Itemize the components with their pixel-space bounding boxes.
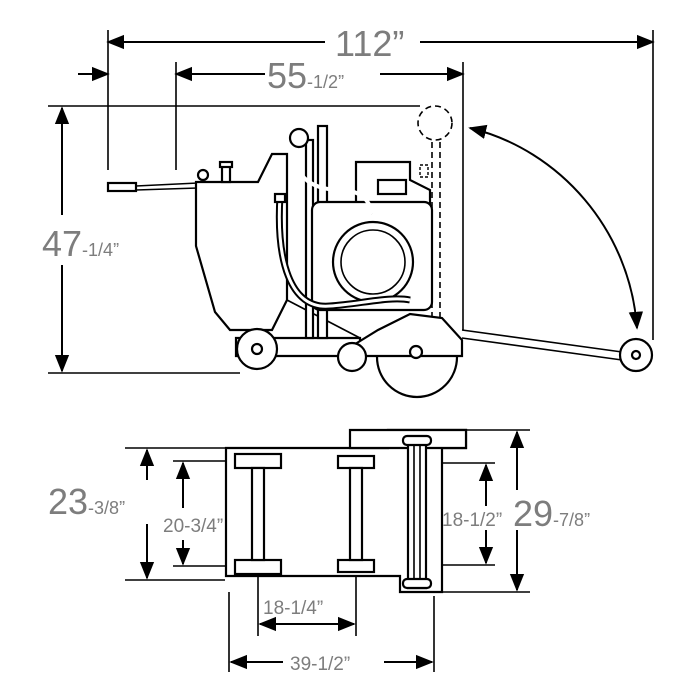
- overall-length-label: 112”: [335, 23, 404, 64]
- blade-flange: [401, 434, 433, 447]
- air-filter: [376, 178, 408, 196]
- engine-flywheel: [331, 220, 415, 304]
- raised-position-clip: [419, 164, 429, 178]
- handle-grip: [106, 181, 138, 193]
- overall-width-label: 29-7/8”: [513, 493, 590, 534]
- rear-axle: [250, 466, 266, 562]
- rear-wheel-hub: [250, 342, 264, 356]
- frame-length-label: 39-1/2”: [290, 654, 350, 675]
- handle-bar: [135, 182, 199, 187]
- height-label: 47-1/4”: [42, 223, 119, 264]
- pointer-arm: [461, 329, 623, 353]
- control-cap: [218, 160, 234, 169]
- knob: [196, 168, 210, 182]
- engine-flywheel-inner: [340, 229, 406, 295]
- control-post: [220, 164, 232, 184]
- hose-fitting: [273, 192, 287, 204]
- rear-wheel-top: [233, 558, 283, 576]
- blade-flange: [401, 577, 433, 590]
- front-wheel-top: [336, 454, 376, 470]
- rear-wheel-top: [233, 452, 283, 470]
- blade-handle-label: 55-1/2”: [267, 55, 344, 96]
- base-width-label: 23-3/8”: [48, 481, 125, 522]
- lift-knob: [288, 127, 310, 149]
- top-view: 23-3/8” 20-3/4” 18-1/2” 29-7/8” 18-1/4” …: [48, 428, 590, 675]
- handle-bar: [135, 187, 199, 191]
- side-view: 112” 55-1/2” 47-1/4”: [42, 23, 655, 399]
- raised-position-marker: [417, 105, 453, 141]
- front-wheel-top: [336, 558, 376, 574]
- blade-arbor: [408, 344, 424, 360]
- front-axle: [348, 466, 364, 562]
- blade-guard: [350, 312, 464, 358]
- pointer-wheel-hub: [630, 349, 642, 361]
- saw-body: [194, 152, 289, 332]
- wheelbase-label: 18-1/4”: [263, 598, 323, 619]
- front-axle-label: 20-3/4”: [163, 516, 223, 537]
- front-wheel: [336, 341, 368, 373]
- pointer-arm: [461, 337, 623, 361]
- blade-shaft: [406, 438, 428, 590]
- swing-arc-arrow: [468, 124, 644, 330]
- rear-axle-label: 18-1/2”: [442, 510, 502, 531]
